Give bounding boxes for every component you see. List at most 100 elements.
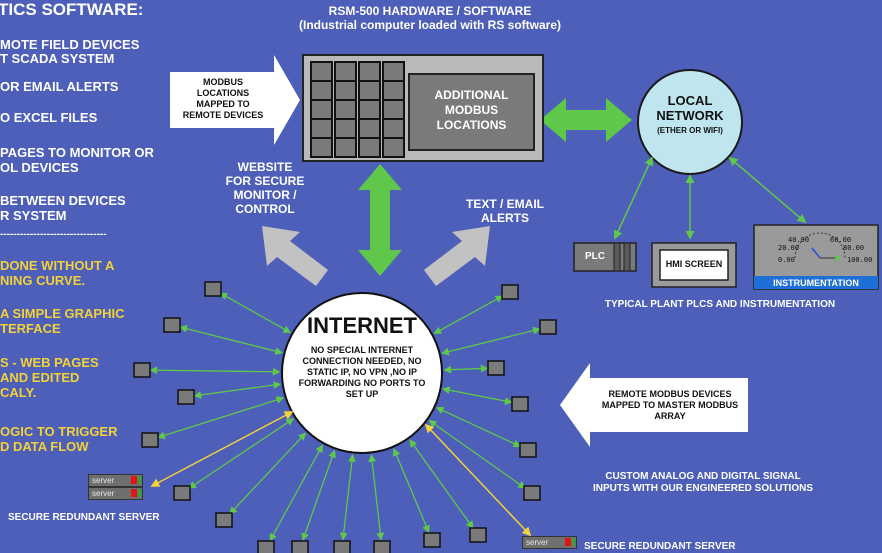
modbus-line-4: REMOTE DEVICES [182,110,264,120]
rsm-grid-cell [334,137,357,158]
remote-device-node [163,317,181,333]
text-email-arrow [424,226,490,286]
internet-spoke [441,386,513,405]
benefit-line-6: AND EDITED [0,370,80,385]
internet-line-2: CONNECTION NEEDED, NO [302,356,422,366]
rsm-network-arrow [540,98,632,142]
rsm-grid-cell [334,118,357,139]
website-line-3: MONITOR / [233,188,297,202]
remote-device-node [177,389,195,405]
remote-device-node [423,532,441,548]
network-title-1: LOCAL [667,93,713,108]
internet-spoke [409,439,474,529]
remote-device-node [501,284,519,300]
internet-spoke [339,453,356,541]
remote-device-node [523,485,541,501]
rsm-grid-cell [382,80,405,101]
left-divider: -------------------------------- [0,229,107,240]
internet-spoke [441,326,541,356]
rsm-grid-cell [382,137,405,158]
devices-caption: TYPICAL PLANT PLCS AND INSTRUMENTATION [604,299,836,310]
server-left-2-label: server [92,489,115,498]
internet-spoke [435,407,522,448]
remote-device-node [519,442,537,458]
benefit-line-4: TERFACE [0,321,61,336]
remote-device-node [291,540,309,553]
modbus-line-2: LOCATIONS [196,88,250,98]
remote-device-node [539,319,557,335]
rsm-title: RSM-500 HARDWARE / SOFTWARE [328,4,532,18]
internet-spoke [229,432,307,515]
modbus-arrow-text: MODBUS LOCATIONS MAPPED TO REMOTE DEVICE… [168,77,278,121]
internet-spoke [301,449,336,541]
rsm-grid-cell [310,118,333,139]
server-left-2: server [88,487,143,500]
rsm-grid-cell [358,61,381,82]
website-arrow [262,226,328,286]
feature-line-8: R SYSTEM [0,208,67,223]
internet-line-1: NO SPECIAL INTERNET [310,345,414,355]
benefit-line-9: D DATA FLOW [0,439,89,454]
rsm-grid-cell [310,61,333,82]
feature-line-3: OR EMAIL ALERTS [0,79,119,94]
remote-line-1: REMOTE MODBUS DEVICES [608,389,732,399]
rsm-grid-cell [382,118,405,139]
internet-spoke [443,364,489,374]
remote-device-node [487,360,505,376]
local-network-text: LOCAL NETWORK (ETHER OR WIFI) [640,93,740,139]
internet-spoke [149,366,281,376]
remote-line-3: ARRAY [654,411,686,421]
remote-device-node [141,432,159,448]
feature-line-6: OL DEVICES [0,160,79,175]
gauge-tick-60: 60.00 [830,236,852,244]
internet-spoke [269,444,323,542]
remote-line-2: MAPPED TO MASTER MODBUS [601,400,739,410]
internet-spoke [188,418,295,489]
website-line-1: WEBSITE [237,160,293,174]
rsm-grid-cell [310,80,333,101]
benefit-line-5: S - WEB PAGES [0,355,99,370]
remote-device-node [373,540,391,553]
rsm-grid-cell [358,137,381,158]
internet-circle [281,292,443,454]
network-title-2: NETWORK [656,108,724,123]
feature-line-4: O EXCEL FILES [0,110,98,125]
internet-line-5: SET UP [345,389,379,399]
internet-spoke [433,295,504,334]
panel-line-1: ADDITIONAL [434,88,509,102]
modbus-line-1: MODBUS [203,77,243,87]
benefit-line-2: NING CURVE. [0,273,85,288]
internet-line-4: FORWARDING NO PORTS TO [298,378,426,388]
remote-device-node [257,540,275,553]
rsm-500-box: ADDITIONAL MODBUS LOCATIONS [302,54,544,162]
rsm-grid-cell [334,99,357,120]
gauge-tick-20: 20.00 [778,244,800,252]
internet-text: INTERNET NO SPECIAL INTERNET CONNECTION … [282,313,442,400]
network-subtitle: (ETHER OR WIFI) [657,126,723,135]
rsm-grid-cell [382,99,405,120]
rsm-grid-cell [310,137,333,158]
internet-line-3: STATIC IP, NO VPN ,NO IP [306,367,418,377]
server-left-1: server [88,474,143,487]
server-left-1-label: server [92,476,115,485]
internet-spoke [392,448,430,534]
gauge-tick-100: 100.00 [847,256,873,264]
gauge-tick-0: 0.00 [778,256,795,264]
internet-spoke [368,453,385,541]
feature-line-5: PAGES TO MONITOR OR [0,145,154,160]
text-alerts-text: TEXT / EMAIL ALERTS [450,197,560,225]
rsm-internet-arrow [358,164,402,276]
custom-signal-text: CUSTOM ANALOG AND DIGITAL SIGNAL INPUTS … [568,471,838,495]
remote-device-node [511,396,529,412]
internet-spoke [193,381,282,399]
alerts-line-1: TEXT / EMAIL [466,197,544,211]
rsm-grid-cell [382,61,405,82]
left-panel-title: TICS SOFTWARE: [0,0,144,19]
remote-device-node [173,485,191,501]
custom-line-2: INPUTS WITH OUR ENGINEERED SOLUTIONS [592,483,813,494]
server-right-1: server [522,536,577,549]
remote-arrow-text: REMOTE MODBUS DEVICES MAPPED TO MASTER M… [590,389,750,422]
rsm-grid-cell [310,99,333,120]
gauge-tick-40: 40.00 [788,236,810,244]
rsm-grid-cell [358,99,381,120]
